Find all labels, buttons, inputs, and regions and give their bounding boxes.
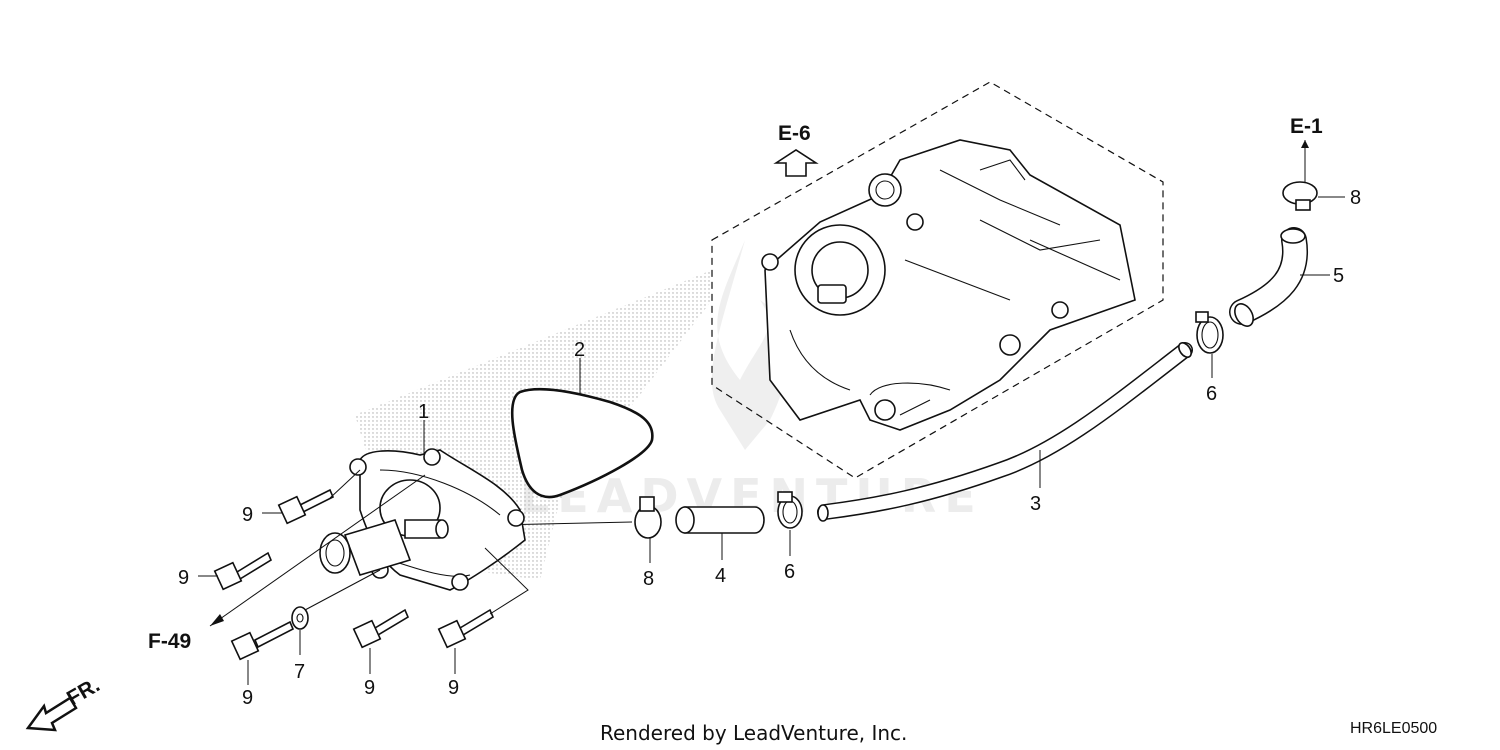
callout-2: 2	[574, 339, 585, 361]
callout-5: 5	[1333, 265, 1344, 287]
callout-6-right: 6	[1206, 383, 1217, 405]
rendered-by-credit: Rendered by LeadVenture, Inc.	[600, 721, 907, 745]
arrow-up-icon	[1301, 140, 1309, 148]
diagram-code: HR6LE0500	[1350, 720, 1437, 737]
front-arrow-icon	[25, 696, 78, 732]
engine-case	[761, 139, 1136, 431]
ref-e1-label: E-1	[1290, 115, 1323, 138]
reference-e1: E-1	[1290, 115, 1323, 182]
callout-9-c: 9	[242, 687, 253, 709]
callout-3: 3	[1030, 493, 1041, 515]
reference-f49: F-49	[148, 474, 426, 653]
clamp-8-top	[1282, 181, 1345, 211]
clamp-6-right	[1195, 311, 1224, 378]
ref-f49-label: F-49	[148, 630, 191, 653]
bolt-9-a	[262, 469, 361, 525]
bolt-9-e	[437, 547, 529, 674]
hose-4	[675, 506, 765, 560]
callout-9-d: 9	[364, 677, 375, 699]
callout-7: 7	[294, 661, 305, 683]
bolt-9-c	[230, 620, 295, 685]
callout-9-b: 9	[178, 567, 189, 589]
callout-9-e: 9	[448, 677, 459, 699]
callout-8-top: 8	[1350, 187, 1361, 209]
water-pump-cover-1	[319, 420, 526, 591]
callout-6-center: 6	[784, 561, 795, 583]
bolt-9-b	[198, 551, 273, 591]
bolt-9-d	[352, 608, 410, 674]
front-direction-indicator: FR.	[25, 673, 104, 732]
reference-e6: E-6	[773, 122, 819, 177]
pipe-3	[817, 342, 1193, 522]
callout-4: 4	[715, 565, 726, 587]
up-arrow-icon	[773, 149, 819, 177]
callout-8-lower: 8	[643, 568, 654, 590]
callout-1: 1	[418, 401, 429, 423]
ref-e6-label: E-6	[778, 122, 811, 145]
arrow-left-icon	[210, 614, 224, 626]
clamp-6-center	[777, 491, 803, 556]
washer-7	[291, 569, 381, 655]
gasket-2	[510, 387, 654, 499]
callout-9-a: 9	[242, 504, 253, 526]
engine-dashed-outline	[711, 81, 1164, 479]
hose-5	[1229, 227, 1330, 327]
